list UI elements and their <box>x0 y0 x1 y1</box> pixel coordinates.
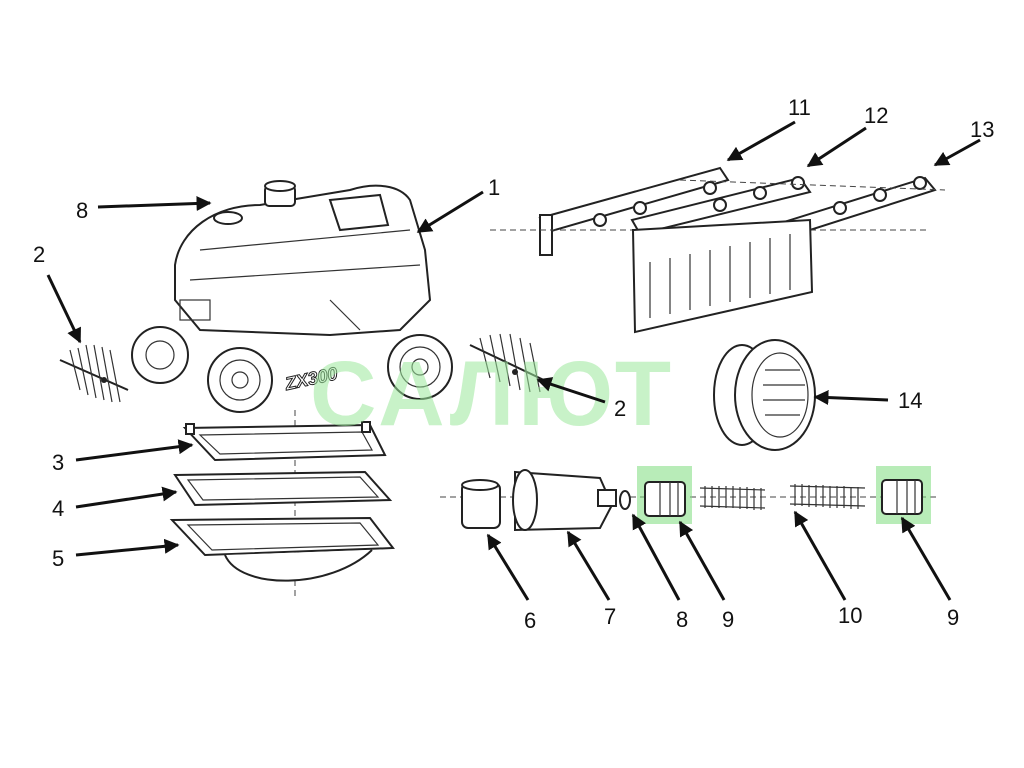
watermark: САЛЮТ <box>310 343 675 445</box>
callout-9-left: 9 <box>722 607 734 632</box>
callout-7: 7 <box>604 604 616 629</box>
callout-13: 13 <box>970 117 994 142</box>
filter-basket <box>169 516 395 582</box>
callout-5: 5 <box>52 546 64 571</box>
filter-frame <box>182 421 387 462</box>
coupling-9-left <box>644 481 686 517</box>
hose-coupling-6 <box>461 479 501 529</box>
callout-2-right: 2 <box>614 396 626 421</box>
callout-8-bottom: 8 <box>676 607 688 632</box>
callout-3: 3 <box>52 450 64 475</box>
mounting-plates <box>490 166 946 334</box>
brush-right <box>469 333 549 393</box>
callout-arrows <box>46 120 981 601</box>
callout-1: 1 <box>488 175 500 200</box>
callout-8-top: 8 <box>76 198 88 223</box>
strainer-cap <box>713 339 816 451</box>
brush-left <box>59 344 129 403</box>
coupling-9-right <box>881 479 923 515</box>
hose-10 <box>699 484 866 510</box>
callout-4: 4 <box>52 496 64 521</box>
callout-6: 6 <box>524 608 536 633</box>
callout-11: 11 <box>788 95 811 120</box>
callout-9-right: 9 <box>947 605 959 630</box>
filter-mesh <box>173 470 393 507</box>
callout-2-left: 2 <box>33 242 45 267</box>
robot-body: ZX300 <box>131 180 453 413</box>
callout-10: 10 <box>838 603 862 628</box>
callout-12: 12 <box>864 103 888 128</box>
swivel-7 <box>512 469 617 532</box>
o-ring-8 <box>619 490 631 510</box>
callout-14: 14 <box>898 388 922 413</box>
